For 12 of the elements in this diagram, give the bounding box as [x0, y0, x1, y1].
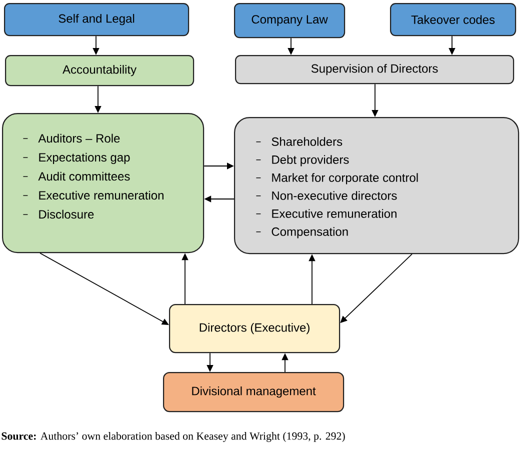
- process-box: Company Law: [234, 3, 346, 38]
- arrow: [340, 254, 412, 323]
- list-box: Shareholders Debt providers Market for corporate control Non-executive directors Executive remuneration Compensation: [234, 117, 520, 254]
- process-box: Accountability: [5, 55, 194, 86]
- process-box: Divisional management: [163, 372, 344, 412]
- process-box: Supervision of Directors: [235, 55, 514, 84]
- arrow: [40, 252, 169, 325]
- process-box: Self and Legal: [4, 3, 190, 36]
- process-box: Takeover codes: [390, 3, 516, 36]
- list-box: Auditors – Role Expectations gap Audit committees Executive remuneration Disclosure: [2, 113, 204, 254]
- process-box: Directors (Executive): [169, 304, 340, 354]
- caption: Source: Authors’ own elaboration based on Keasey and Wright (1993, p. 292): [2, 432, 345, 442]
